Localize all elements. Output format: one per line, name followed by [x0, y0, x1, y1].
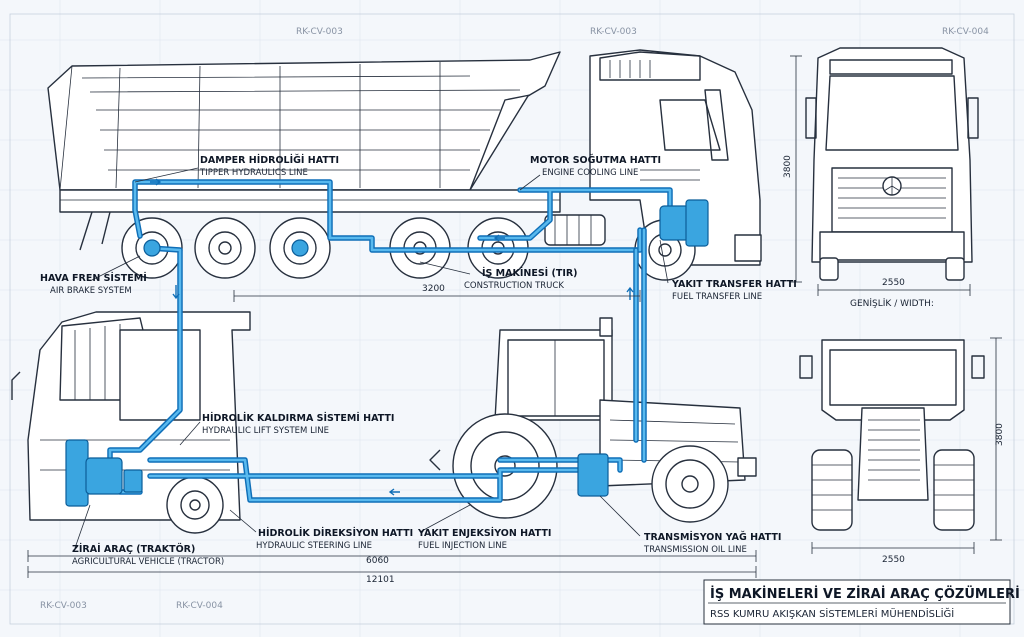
- flow-arrows: [150, 178, 634, 496]
- label-engine-cooling-sub: ENGINE COOLING LINE: [542, 168, 638, 178]
- label-transmission-oil-title: TRANSMİSYON YAĞ HATTI: [644, 531, 781, 543]
- bus-hydraulic-unit: [65, 439, 89, 507]
- label-tipper-hydraulics-sub: TIPPER HYDRAULICS LINE: [199, 168, 308, 178]
- drawing-code-bottom-left: RK-CV-003: [40, 601, 87, 611]
- title-block-title: İŞ MAKİNELERİ VE ZİRAİ ARAÇ ÇÖZÜMLERİ: [710, 586, 1020, 602]
- label-agricultural-vehicle-sub: AGRICULTURAL VEHICLE (TRACTOR): [72, 557, 224, 567]
- label-hydraulic-steering-title: HİDROLİK DİREKSİYON HATTI: [258, 528, 413, 539]
- drawing-code-bottom-mid: RK-CV-004: [176, 601, 223, 611]
- label-transmission-oil-sub: TRANSMISSION OIL LINE: [643, 545, 747, 555]
- label-fuel-injection-sub: FUEL INJECTION LINE: [418, 541, 507, 551]
- construction-truck-drawing: [47, 49, 762, 281]
- dimension-truck-height: 3800: [783, 155, 793, 178]
- drawing-code-top-right: RK-CV-004: [942, 27, 989, 37]
- label-construction-truck-sub: CONSTRUCTION TRUCK: [464, 281, 564, 291]
- label-fuel-injection-title: YAKIT ENJEKSİYON HATTI: [417, 528, 551, 539]
- drawing-code-top-left: RK-CV-003: [296, 27, 343, 37]
- label-fuel-transfer-sub: FUEL TRANSFER LINE: [672, 292, 762, 302]
- label-agricultural-vehicle-title: ZİRAİ ARAÇ (TRAKTÖR): [72, 544, 195, 555]
- tractor-drawing: [429, 317, 757, 523]
- dimension-lines: [27, 55, 1002, 578]
- title-block-subtitle: RSS KUMRU AKIŞKAN SİSTEMLERİ MÜHENDİSLİĞ…: [710, 607, 954, 620]
- transmission-unit: [577, 453, 609, 497]
- truck-front-view: [805, 47, 979, 281]
- fluid-lines: [65, 179, 709, 507]
- label-hydraulic-steering-sub: HYDRAULIC STEERING LINE: [256, 541, 372, 551]
- label-engine-cooling-title: MOTOR SOĞUTMA HATTI: [530, 154, 661, 166]
- callout-leaders: [74, 167, 669, 549]
- dimension-truck-wheelbase: 3200: [422, 284, 445, 294]
- dimension-tractor-height: 3800: [995, 423, 1005, 446]
- label-tipper-hydraulics-title: DAMPER HİDROLİĞİ HATTI: [200, 154, 339, 166]
- label-construction-truck-title: İŞ MAKİNESİ (TIR): [482, 268, 578, 279]
- label-hydraulic-lift-sub: HYDRAULIC LIFT SYSTEM LINE: [202, 426, 329, 436]
- drawing-code-top-mid: RK-CV-003: [590, 27, 637, 37]
- label-air-brake-sub: AIR BRAKE SYSTEM: [50, 286, 132, 296]
- title-block: [703, 579, 1011, 625]
- tractor-front-view: [799, 339, 985, 531]
- dimension-overall-length: 12101: [366, 575, 395, 585]
- dimension-lower-span: 6060: [366, 556, 389, 566]
- dimension-width-caption: GENİŞLİK / WIDTH:: [850, 298, 934, 309]
- label-hydraulic-lift-title: HİDROLİK KALDIRMA SİSTEMİ HATTI: [202, 413, 394, 424]
- dimension-tractor-width: 2550: [882, 555, 905, 565]
- label-air-brake-title: HAVA FREN SİSTEMİ: [40, 273, 147, 284]
- dimension-truck-width: 2550: [882, 278, 905, 288]
- label-fuel-transfer-title: YAKIT TRANSFER HATTI: [671, 279, 797, 290]
